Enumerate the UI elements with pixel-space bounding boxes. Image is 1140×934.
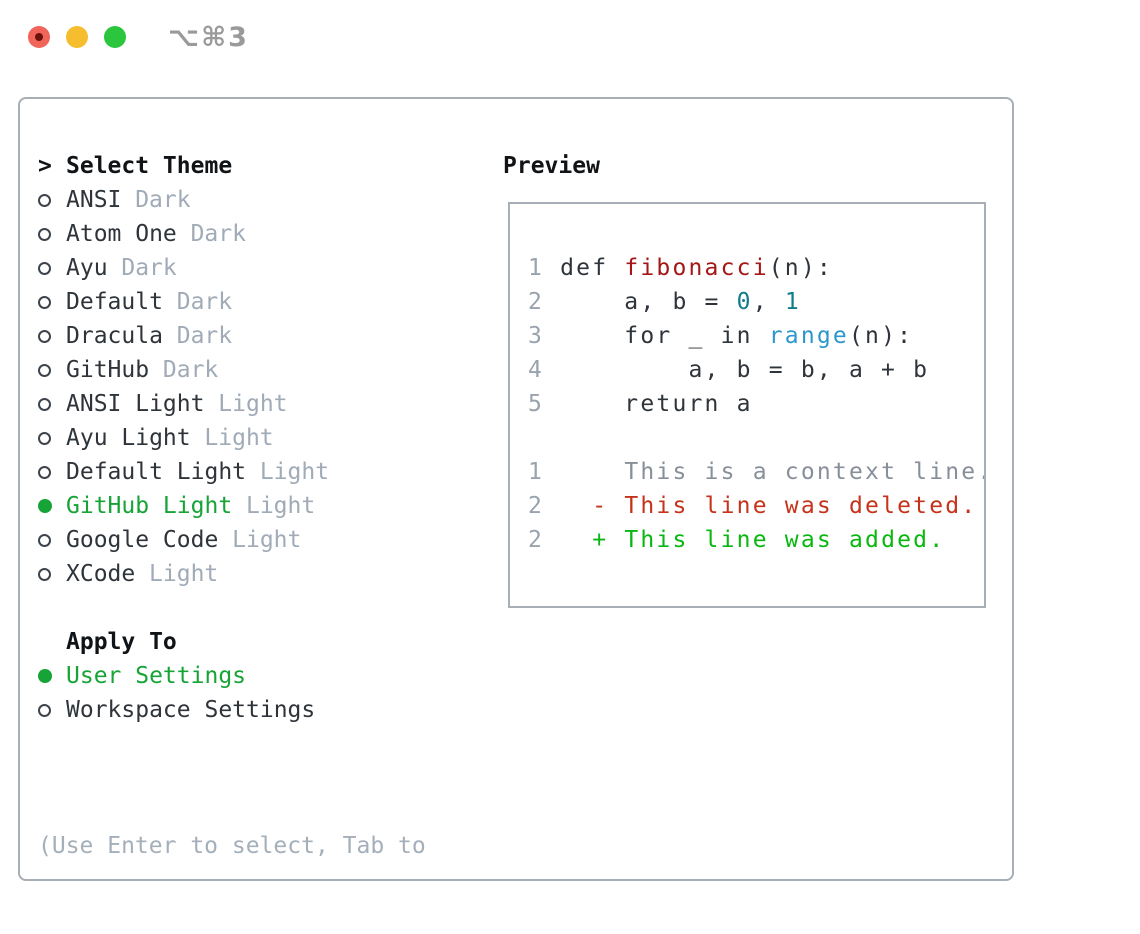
traffic-lights xyxy=(28,26,126,48)
theme-option-ansi-light[interactable]: ANSI Light Light xyxy=(38,387,426,421)
radio-circle-icon xyxy=(38,465,51,479)
theme-option-github-dark[interactable]: GitHub Dark xyxy=(38,353,426,387)
theme-option-ansi-dark[interactable]: ANSI Dark xyxy=(38,183,426,217)
theme-variant-label: Light xyxy=(259,459,330,485)
theme-name: ANSI Light xyxy=(66,391,205,417)
radio-circle-icon xyxy=(38,533,51,547)
apply-to-header-row: Apply To xyxy=(38,625,426,659)
theme-name: GitHub Light xyxy=(66,493,233,519)
theme-variant-label: Dark xyxy=(162,357,219,383)
select-theme-header-row: > Select Theme xyxy=(38,149,426,183)
zoom-button[interactable] xyxy=(104,26,126,48)
theme-name: GitHub xyxy=(66,357,150,383)
radio-circle-icon xyxy=(38,397,51,411)
diff-added-line: 2 + This line was added. xyxy=(528,527,946,553)
theme-name: Google Code xyxy=(66,527,219,553)
preview-box: 1 def fibonacci(n): 2 a, b = 0, 1 3 for … xyxy=(508,202,986,608)
theme-option-ayu-dark[interactable]: Ayu Dark xyxy=(38,251,426,285)
pointer-icon: > xyxy=(38,153,52,179)
apply-to-header: Apply To xyxy=(66,629,177,655)
code-line: 3 for _ in range(n): xyxy=(528,323,914,349)
title-bar: ⌥⌘3 xyxy=(0,0,1140,75)
radio-circle-icon xyxy=(38,431,51,445)
theme-variant-label: Dark xyxy=(176,289,233,315)
theme-list: > Select Theme ANSI Dark Atom One Dark A… xyxy=(38,149,426,934)
preview-header: Preview xyxy=(503,153,600,179)
apply-option-label: Workspace Settings xyxy=(66,697,316,723)
theme-option-xcode-light[interactable]: XCode Light xyxy=(38,557,426,591)
theme-variant-label: Light xyxy=(218,391,288,417)
theme-variant-label: Light xyxy=(204,425,274,451)
minimize-button[interactable] xyxy=(66,26,88,48)
radio-circle-icon xyxy=(38,295,51,309)
code-line: 2 a, b = 0, 1 xyxy=(528,289,801,315)
radio-circle-icon xyxy=(38,227,51,241)
theme-option-default-dark[interactable]: Default Dark xyxy=(38,285,426,319)
diff-context-line: 1 This is a context line. xyxy=(528,459,986,485)
theme-name: Atom One xyxy=(66,221,177,247)
theme-option-github-light[interactable]: GitHub Light Light xyxy=(38,489,426,523)
radio-selected-icon xyxy=(38,669,52,683)
theme-name: Ayu xyxy=(66,255,108,281)
apply-to-section: Apply To User Settings Workspace Setting… xyxy=(38,625,426,727)
radio-circle-icon xyxy=(38,329,51,343)
window-title-shortcut: ⌥⌘3 xyxy=(168,22,249,53)
code-line: 5 return a xyxy=(528,391,753,417)
keyboard-hint: (Use Enter to select, Tab to change focu… xyxy=(38,761,426,934)
blank-line xyxy=(528,421,984,455)
radio-circle-icon xyxy=(38,363,51,377)
apply-option-workspace-settings[interactable]: Workspace Settings xyxy=(38,693,426,727)
theme-option-default-light[interactable]: Default Light Light xyxy=(38,455,426,489)
theme-variant-label: Light xyxy=(232,527,302,553)
theme-variant-label: Dark xyxy=(121,255,177,281)
select-theme-header: Select Theme xyxy=(66,153,233,179)
theme-name: Dracula xyxy=(66,323,163,349)
code-line: 4 a, b = b, a + b xyxy=(528,357,930,383)
diff-deleted-line: 2 - This line was deleted. xyxy=(528,493,978,519)
theme-option-ayu-light[interactable]: Ayu Light Light xyxy=(38,421,426,455)
radio-circle-icon xyxy=(38,567,51,581)
close-button[interactable] xyxy=(28,26,50,48)
apply-option-user-settings[interactable]: User Settings xyxy=(38,659,426,693)
keyboard-hint-line1: (Use Enter to select, Tab to xyxy=(38,833,426,859)
theme-variant-label: Light xyxy=(245,493,316,519)
theme-option-dracula-dark[interactable]: Dracula Dark xyxy=(38,319,426,353)
radio-circle-icon xyxy=(38,193,51,207)
theme-name: Ayu Light xyxy=(66,425,191,451)
theme-name: XCode xyxy=(66,561,136,587)
radio-circle-icon xyxy=(38,261,51,275)
theme-name: ANSI xyxy=(66,187,122,213)
theme-variant-label: Light xyxy=(149,561,219,587)
theme-picker-panel: > Select Theme ANSI Dark Atom One Dark A… xyxy=(18,97,1014,881)
code-line: 1 def fibonacci(n): xyxy=(528,255,833,281)
radio-selected-icon xyxy=(38,499,52,513)
theme-variant-label: Dark xyxy=(190,221,246,247)
theme-option-google-code-light[interactable]: Google Code Light xyxy=(38,523,426,557)
theme-variant-label: Dark xyxy=(135,187,191,213)
theme-variant-label: Dark xyxy=(176,323,233,349)
apply-option-label: User Settings xyxy=(66,663,247,689)
radio-circle-icon xyxy=(38,703,51,717)
theme-name: Default xyxy=(66,289,163,315)
theme-name: Default Light xyxy=(66,459,247,485)
theme-option-atom-one-dark[interactable]: Atom One Dark xyxy=(38,217,426,251)
